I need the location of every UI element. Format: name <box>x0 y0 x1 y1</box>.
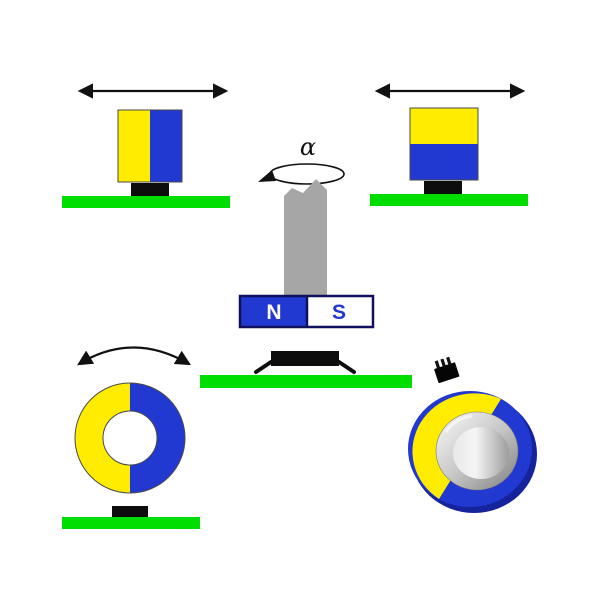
sensor-chip <box>112 506 148 519</box>
sensor-ic <box>434 356 460 384</box>
ring-magnet-scene <box>62 346 200 529</box>
sensor-chip <box>424 181 462 195</box>
north-label: N <box>266 301 281 324</box>
linear-magnet-vertical-scene <box>370 83 528 206</box>
bearing-highlight <box>444 414 473 433</box>
magnet-yellow-pole <box>410 108 478 144</box>
shaft <box>284 179 327 298</box>
linear-magnet-horizontal-scene <box>62 83 230 208</box>
magnet-south-segment <box>307 297 372 326</box>
sensor-ic-pin <box>440 358 446 368</box>
bearing-bore <box>453 427 509 479</box>
smd-sensor-lead-right <box>337 360 356 374</box>
magnet-blue-pole <box>150 110 182 182</box>
alpha-label: α <box>300 133 316 161</box>
sensor-chip <box>131 183 169 197</box>
smd-sensor-lead-left <box>254 360 273 374</box>
south-label: S <box>332 301 346 324</box>
rotary-shaft-scene: α N S <box>200 133 412 388</box>
sensor-board <box>62 517 200 529</box>
sensor-board <box>200 375 412 388</box>
sensor-ic-pin <box>446 356 452 366</box>
sensor-ic-pin <box>434 360 441 370</box>
rotation-arrowhead <box>258 170 276 182</box>
magnet-blue-pole <box>410 144 478 180</box>
sensor-board <box>370 194 528 206</box>
magnet-outline <box>117 109 183 183</box>
rotation-ellipse-arrow <box>269 163 345 185</box>
ring-outer-outline <box>74 382 186 494</box>
rotation-arc-arrow <box>77 346 191 366</box>
bearing-scene <box>408 356 537 513</box>
sensor-ic-body <box>434 362 460 384</box>
smd-sensor-body <box>271 351 339 366</box>
ring-inner-outline <box>102 410 158 466</box>
magnet-north-segment <box>241 297 307 326</box>
magnet-bar-outline <box>238 294 375 329</box>
magnet-yellow-pole <box>118 110 150 182</box>
sensor-board <box>62 196 230 208</box>
magnet-outline <box>409 107 479 181</box>
